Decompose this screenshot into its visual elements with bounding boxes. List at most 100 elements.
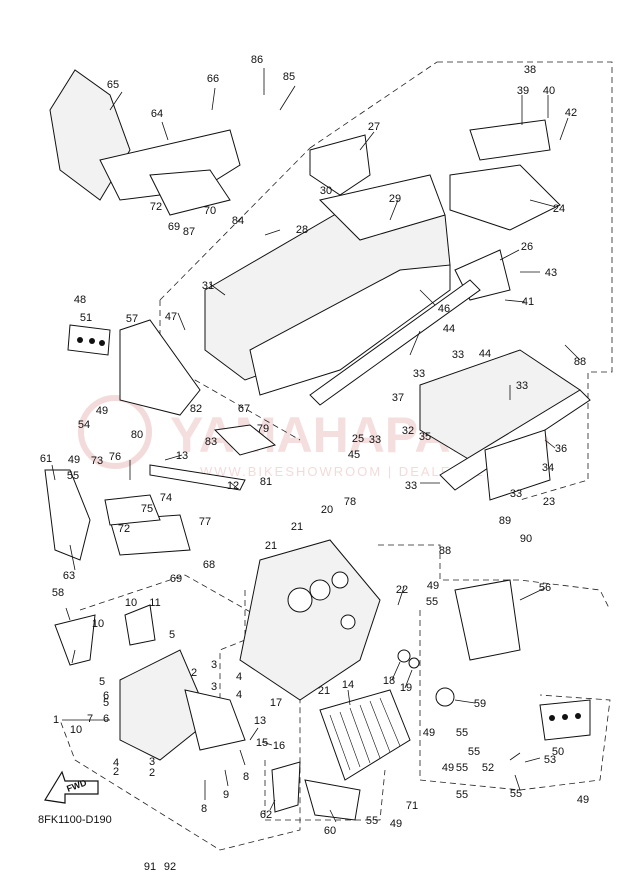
callout-label: 5: [99, 676, 105, 688]
callout-label: 5: [169, 629, 175, 641]
callout-label: 90: [520, 533, 532, 545]
callout-label: 33: [405, 480, 417, 492]
callout-label: 33: [516, 380, 528, 392]
callout-label: 55: [456, 727, 468, 739]
callout-label: 92: [164, 861, 176, 873]
callout-label: 4: [236, 689, 242, 701]
callout-label: 62: [260, 809, 272, 821]
callout-label: 45: [348, 449, 360, 461]
callout-label: 4: [113, 757, 119, 769]
callout-label: 52: [482, 762, 494, 774]
callout-label: 2: [113, 766, 119, 778]
callout-label: 11: [149, 597, 160, 609]
callout-label: 8: [201, 803, 207, 815]
callout-label: 13: [176, 450, 188, 462]
callout-label: 43: [545, 267, 557, 279]
callout-label: 33: [369, 434, 381, 446]
engine-cradle: [239, 539, 420, 701]
callout-label: 3: [211, 681, 217, 693]
callout-label: 14: [342, 679, 354, 691]
callout-label: 42: [565, 107, 577, 119]
callout-label: 30: [320, 185, 332, 197]
callout-label: 80: [131, 429, 143, 441]
callout-label: 53: [544, 754, 556, 766]
running-boards: [309, 279, 591, 501]
callout-label: 24: [553, 203, 565, 215]
callout-label: 6: [103, 713, 109, 725]
callout-label: 49: [442, 762, 454, 774]
callout-label: 76: [109, 451, 121, 463]
callout-label: 49: [577, 794, 589, 806]
callout-label: 71: [406, 800, 418, 812]
callout-label: 72: [150, 201, 162, 213]
callout-label: 21: [318, 685, 330, 697]
callout-label: 55: [426, 596, 438, 608]
callout-label: 49: [96, 405, 108, 417]
callout-label: 72: [118, 523, 130, 535]
callout-label: 86: [251, 54, 263, 66]
callout-label: 44: [443, 323, 455, 335]
callout-label: 55: [456, 789, 468, 801]
callout-label: 33: [413, 368, 425, 380]
callout-label: 20: [321, 504, 333, 516]
callout-label: 79: [257, 423, 269, 435]
callout-label: 88: [439, 545, 451, 557]
callout-label: 83: [205, 436, 217, 448]
front-suspension-brackets: [54, 604, 246, 761]
callout-label: 75: [141, 503, 153, 515]
callout-label: 21: [291, 521, 303, 533]
callout-label: 38: [524, 64, 536, 76]
callout-label: 91: [144, 861, 156, 873]
callout-label: 23: [543, 496, 555, 508]
callout-label: 15: [256, 737, 268, 749]
callout-label: 39: [517, 85, 529, 97]
callout-label: 13: [254, 715, 266, 727]
callout-label: 77: [199, 516, 211, 528]
callout-label: 5: [103, 697, 109, 709]
callout-label: 27: [368, 121, 380, 133]
callout-label: 89: [499, 515, 511, 527]
callout-label: 2: [191, 667, 197, 679]
callout-label: 22: [396, 584, 408, 596]
heat-exchanger: [319, 689, 411, 781]
callout-label: 84: [232, 215, 244, 227]
callout-label: 69: [170, 573, 182, 585]
callout-label: 87: [183, 226, 195, 238]
callout-label: 46: [438, 303, 450, 315]
callout-label: 44: [479, 348, 491, 360]
callout-label: 55: [67, 470, 79, 482]
step-plate: [149, 424, 277, 491]
callout-label: 68: [203, 559, 215, 571]
callout-label: 26: [521, 241, 533, 253]
callout-label: 63: [63, 570, 75, 582]
callout-label: 55: [366, 815, 378, 827]
left-brackets: [44, 319, 201, 561]
frame-tunnel: [204, 174, 451, 396]
callout-label: 6: [103, 690, 109, 702]
callout-label: 17: [270, 697, 282, 709]
callout-label: 56: [539, 582, 551, 594]
fwd-arrow-icon: FWD: [44, 770, 99, 804]
callout-label: 82: [190, 403, 202, 415]
callout-label: 32: [402, 425, 414, 437]
callout-label: 49: [68, 454, 80, 466]
callout-label: 74: [160, 492, 172, 504]
callout-label: 33: [510, 488, 522, 500]
callout-label: 49: [427, 580, 439, 592]
callout-label: 55: [510, 788, 522, 800]
callout-label: 57: [126, 313, 138, 325]
callout-label: 55: [468, 746, 480, 758]
callout-label: 19: [400, 682, 412, 694]
callout-label: 29: [389, 193, 401, 205]
callout-label: 3: [211, 659, 217, 671]
callout-label: 47: [165, 311, 177, 323]
callout-label: 51: [80, 312, 92, 324]
callout-label: 34: [542, 462, 554, 474]
callout-label: 49: [423, 727, 435, 739]
callout-label: 55: [456, 762, 468, 774]
callout-label: 21: [265, 540, 277, 552]
callout-label: 36: [555, 443, 567, 455]
callout-label: 41: [522, 296, 534, 308]
